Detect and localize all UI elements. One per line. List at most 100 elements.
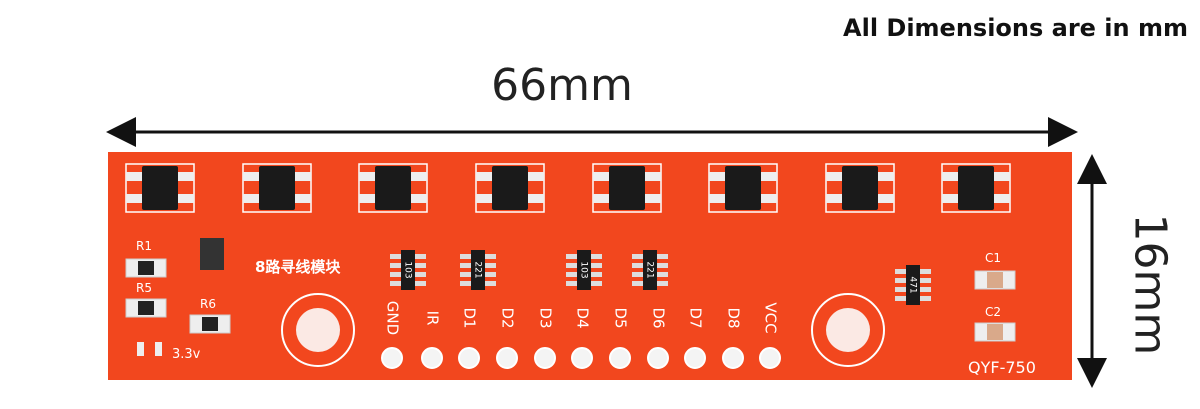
sensor-outline [242,163,312,213]
header-pin-hole [534,347,556,369]
ir-sensor [708,163,778,213]
sensor-body [725,166,761,210]
pin-label-vcc: VCC [762,302,780,333]
sensor-pad [126,172,142,181]
resistor-network-body [471,250,485,290]
sensor-pad [295,194,311,203]
sensor-pad [528,172,544,181]
resistor-network-code: 221 [645,261,655,278]
sensor-pad [359,194,375,203]
sensor-pad [411,172,427,181]
sensor-body [259,166,295,210]
ir-sensor [242,163,312,213]
header-pin-hole [421,347,443,369]
sensor-pad [295,172,311,181]
mounting-hole [296,308,340,352]
sensor-body [609,166,645,210]
sensor-pad [709,172,725,181]
pin-label-d5: D5 [612,307,630,328]
pin-label-d8: D8 [725,307,743,328]
resistor-network: 221 [632,250,668,290]
width-dimension-label: 66mm [491,60,633,111]
units-note: All Dimensions are in mm [843,14,1188,42]
mounting-hole-ring [281,293,355,367]
sensor-outline [592,163,662,213]
sensor-outline [941,163,1011,213]
sensor-pad [243,172,259,181]
sensor-pad [878,172,894,181]
resistor-label-r6: R6 [200,297,216,311]
sensor-pad [178,172,194,181]
pin-label-d7: D7 [687,307,705,328]
sensor-outline [825,163,895,213]
pin-label-d2: D2 [499,307,517,328]
sensor-outline [358,163,428,213]
resistor-network: 103 [566,250,602,290]
pin-label-d6: D6 [650,307,668,328]
resistor-label-r5: R5 [136,281,152,295]
resistor-network-code: 221 [473,261,483,278]
sensor-body [142,166,178,210]
sensor-pad [476,172,492,181]
sensor-pad [645,172,661,181]
sensor-pad [243,194,259,203]
sensor-body [492,166,528,210]
ir-sensor [941,163,1011,213]
header-pin-hole [496,347,518,369]
resistor-network-code: 103 [579,261,589,278]
pin-label-d4: D4 [574,307,592,328]
sensor-outline [475,163,545,213]
sensor-pad [178,194,194,203]
capacitor-label-c2: C2 [985,305,1001,319]
transistor [200,238,224,270]
sensor-pad [994,194,1010,203]
mounting-hole [826,308,870,352]
sensor-pad [878,194,894,203]
sensor-outline [125,163,195,213]
capacitor-body [987,272,1003,288]
capacitor-label-c1: C1 [985,251,1001,265]
sensor-pad [826,172,842,181]
header-pin-hole [722,347,744,369]
sensor-pad [411,194,427,203]
ir-sensor [475,163,545,213]
sensor-pad [942,194,958,203]
resistor-network-body [643,250,657,290]
header-pin-hole [647,347,669,369]
pin-label-ir: IR [424,311,442,326]
sensor-body [375,166,411,210]
sensor-pad [761,194,777,203]
header-pin-hole [381,347,403,369]
board-title: 8路寻线模块 [255,258,341,276]
resistor-network-code: 471 [908,276,918,293]
sensor-body [842,166,878,210]
resistor-label-r1: R1 [136,239,152,253]
sensor-pad [994,172,1010,181]
resistor-network: 221 [460,250,496,290]
capacitor-body [987,324,1003,340]
sensor-pad [761,172,777,181]
resistor-network: 103 [390,250,426,290]
sensor-pad [126,194,142,203]
voltage-jumper-pad [155,342,162,356]
resistor-network-body [577,250,591,290]
header-pin-hole [458,347,480,369]
resistor-network-code: 103 [403,261,413,278]
sensor-pad [476,194,492,203]
pin-label-d1: D1 [461,307,479,328]
voltage-jumper-pad [137,342,144,356]
ir-sensor [825,163,895,213]
sensor-pad [709,194,725,203]
sensor-body [958,166,994,210]
ir-sensor [125,163,195,213]
model-label: QYF-750 [968,358,1036,377]
header-pin-hole [609,347,631,369]
voltage-label: 3.3v [172,347,201,362]
sensor-pad [942,172,958,181]
sensor-pad [528,194,544,203]
header-pin-hole [571,347,593,369]
pin-label-gnd: GND [384,301,402,335]
ir-sensor [592,163,662,213]
